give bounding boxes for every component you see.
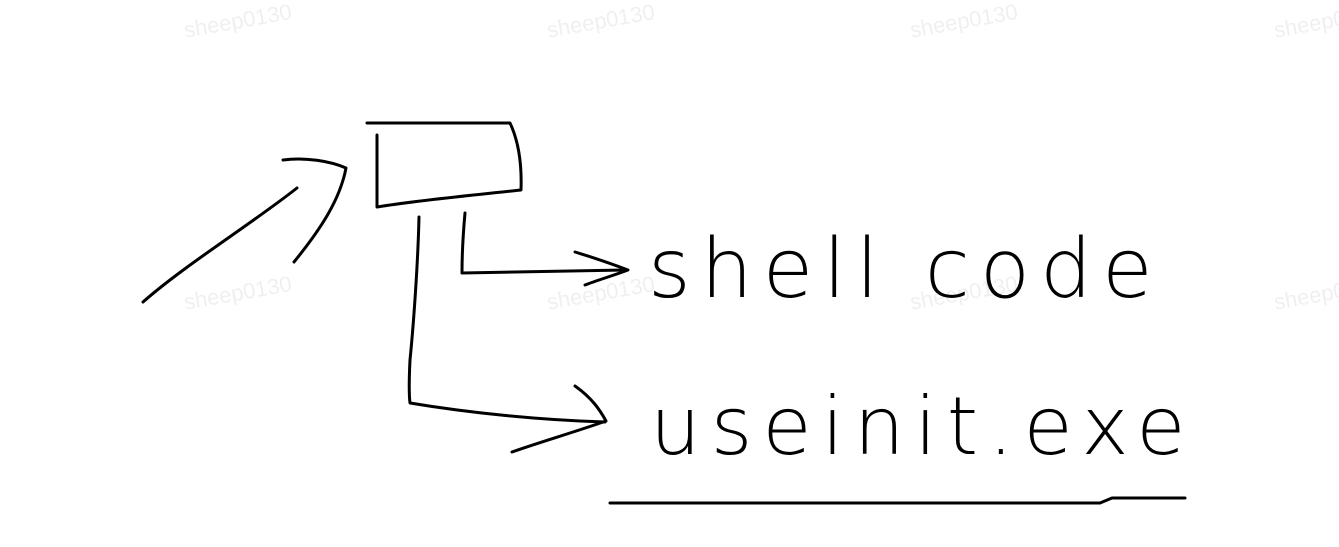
shellcode-branch-line: [460, 211, 627, 275]
incoming-arrow-head: [281, 157, 348, 264]
shellcode-label: shell code: [648, 222, 1163, 317]
userinit-label: useinit.exe: [650, 380, 1196, 473]
userinit-arrow-head: [510, 384, 608, 454]
shellcode-arrow-head: [573, 250, 630, 287]
incoming-arrow-shaft: [141, 186, 299, 304]
userinit-branch-line: [407, 215, 607, 424]
process-box: [365, 121, 523, 209]
underline: [608, 496, 1187, 505]
